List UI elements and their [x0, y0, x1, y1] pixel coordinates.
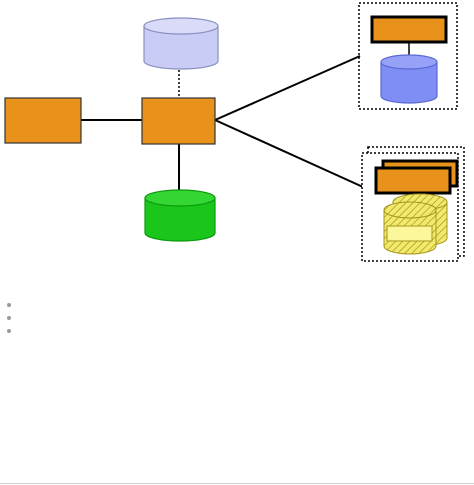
- bullet-icon: [7, 316, 11, 320]
- remote-site-top-server-box: [370, 15, 448, 44]
- link-central-to-remote-bottom: [214, 119, 364, 188]
- remote-site-bottom-database-label-plate: [386, 225, 433, 242]
- bottom-database-icon: [144, 189, 216, 242]
- remote-site-bottom: [361, 146, 465, 262]
- top-database-icon: [143, 17, 219, 70]
- bullet-icon: [7, 329, 11, 333]
- central-server-box: [141, 97, 216, 145]
- link-central-to-remote-top: [214, 55, 361, 121]
- bottom-rule: [0, 483, 474, 484]
- left-server-box: [4, 97, 82, 144]
- bullet-icon: [7, 303, 11, 307]
- remote-site-bottom-database-front-icon: [383, 201, 437, 255]
- remote-site-top: [358, 2, 458, 110]
- remote-site-top-frame: [358, 2, 458, 110]
- remote-site-top-database-icon: [380, 54, 438, 104]
- remote-site-bottom-server-box-front: [374, 166, 452, 195]
